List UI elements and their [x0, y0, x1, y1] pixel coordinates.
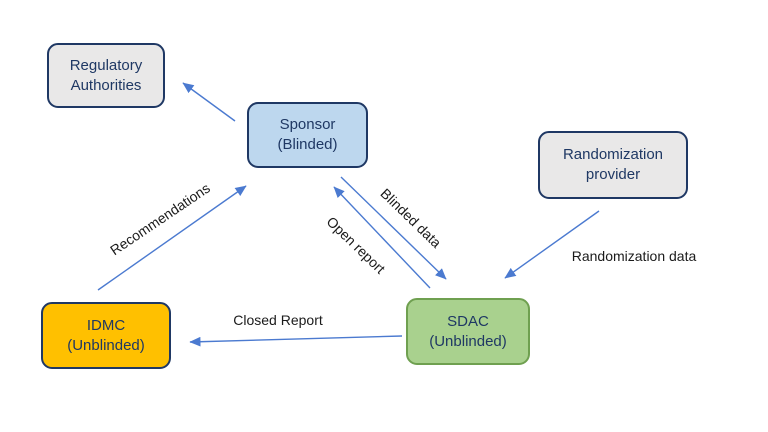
arrow-sdac-to-idmc — [189, 335, 403, 347]
arrow-sponsor-to-regulatory — [182, 82, 236, 122]
node-label-line: Regulatory — [69, 56, 143, 74]
node-label-line: (Blinded) — [277, 136, 338, 153]
edge-label-recommendations: Recommendations — [107, 179, 213, 259]
node-label-line: provider — [585, 166, 641, 183]
node-label-line: (Unblinded) — [429, 332, 507, 350]
node-regulatory-authorities: Regulatory Authorities — [47, 43, 165, 108]
node-idmc: IDMC (Unblinded) — [41, 302, 171, 369]
edge-label-randomization-data: Randomization data — [571, 248, 697, 264]
node-sponsor: Sponsor (Blinded) — [247, 102, 368, 168]
edge-label-closed-report: Closed Report — [233, 312, 323, 328]
node-sdac: SDAC (Unblinded) — [406, 298, 530, 365]
node-label-line: IDMC — [86, 316, 126, 334]
node-label-line: Randomization — [562, 146, 664, 163]
node-randomization-provider: Randomization provider — [538, 131, 688, 199]
node-label-line: (Unblinded) — [67, 336, 145, 354]
node-label-line: Sponsor — [279, 116, 336, 133]
node-label-line: Authorities — [70, 76, 142, 94]
node-label-line: SDAC — [447, 312, 489, 330]
arrow-randomization-to-sdac — [504, 210, 600, 279]
edge-label-blinded-data: Blinded data — [377, 185, 445, 251]
edge-label-open-report: Open report — [323, 213, 389, 277]
